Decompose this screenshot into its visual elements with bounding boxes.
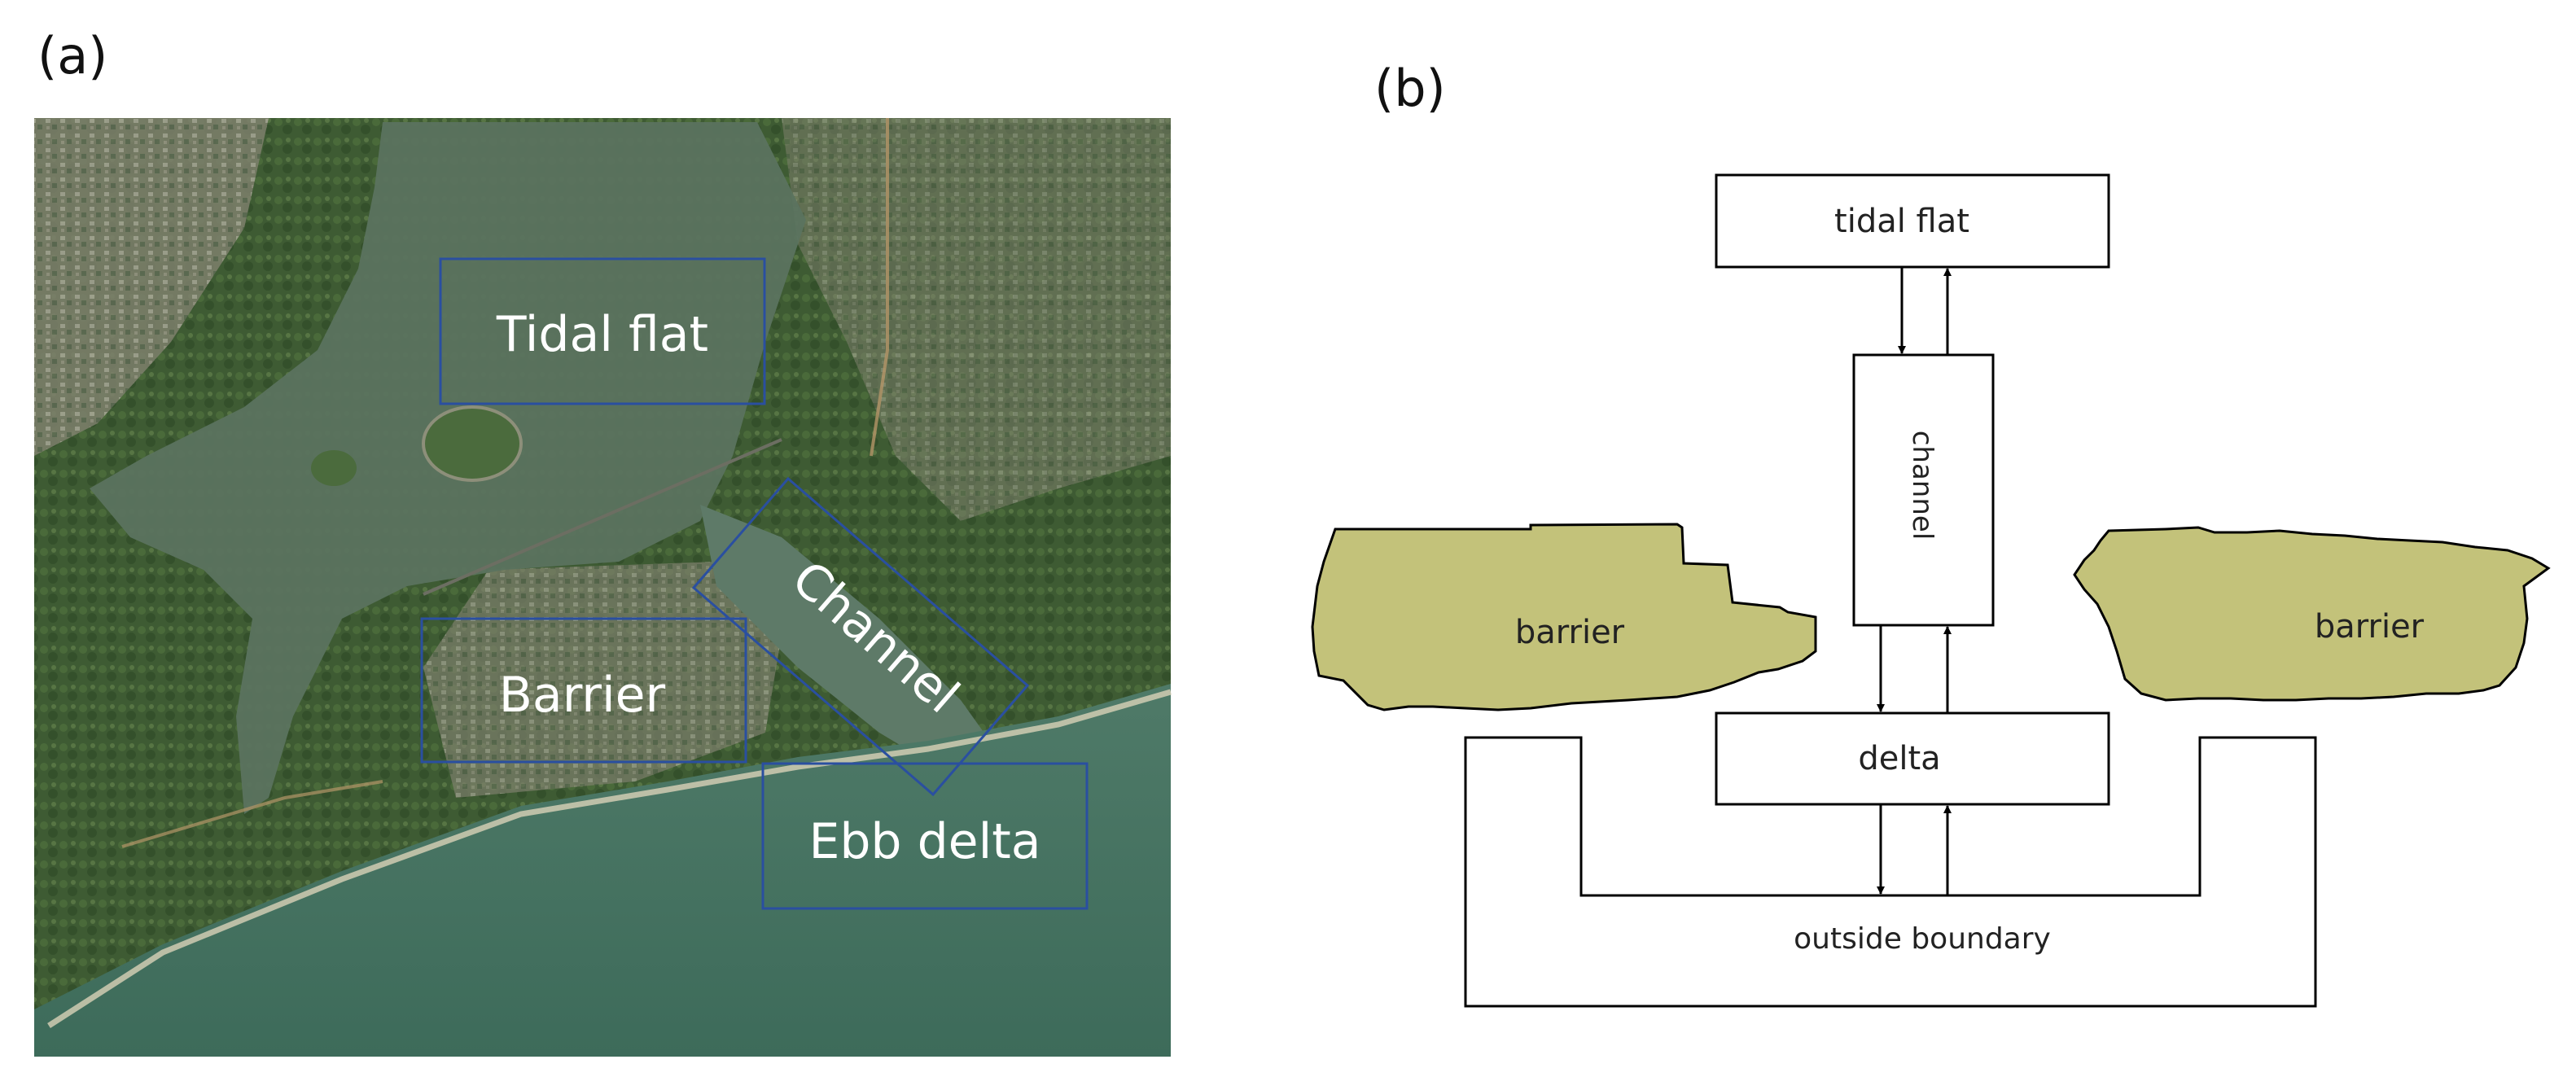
map-road-2 [121,780,383,848]
delta-box [1715,711,2110,806]
region-label-tidal-flat: Tidal flat [496,306,708,363]
map-urban-west [34,118,269,456]
region-box-barrier [420,617,747,764]
tidal-flat-box [1715,173,2110,269]
delta-box-label: delta [1858,740,1940,777]
region-box-channel [691,476,1030,797]
region-box-tidal-flat [439,257,766,405]
map-urban-barrier [423,562,782,798]
map-bridge [423,438,782,596]
map-shoreline [47,689,1172,1028]
barrier-left-label: barrier [1515,614,1625,651]
barrier-right-shape [2073,526,2551,702]
panel-a-label: (a) [37,26,108,85]
map-urban-east [782,118,1171,521]
map-island [422,405,523,482]
region-label-barrier: Barrier [499,667,666,724]
channel-box-label: channel [1906,431,1939,541]
satellite-map: Tidal flat Barrier Ebb delta Channel [34,118,1172,1057]
tidal-flat-box-label: tidal flat [1834,203,1969,240]
map-sea [34,684,1171,1057]
map-channel-water [700,505,1001,781]
map-islet [311,450,357,486]
region-label-ebb-delta: Ebb delta [808,813,1040,870]
channel-box [1852,353,1995,627]
panel-b-label: (b) [1374,59,1446,118]
map-road-1 [870,118,889,457]
outside-boundary-box [1464,736,2317,1008]
outside-boundary-label: outside boundary [1794,922,2051,956]
barrier-left-shape [1311,523,1817,711]
region-box-ebb-delta [761,762,1089,910]
barrier-right-label: barrier [2315,608,2425,646]
schematic-diagram: barrier barrier outside boundary tidal f… [1311,173,2551,1008]
